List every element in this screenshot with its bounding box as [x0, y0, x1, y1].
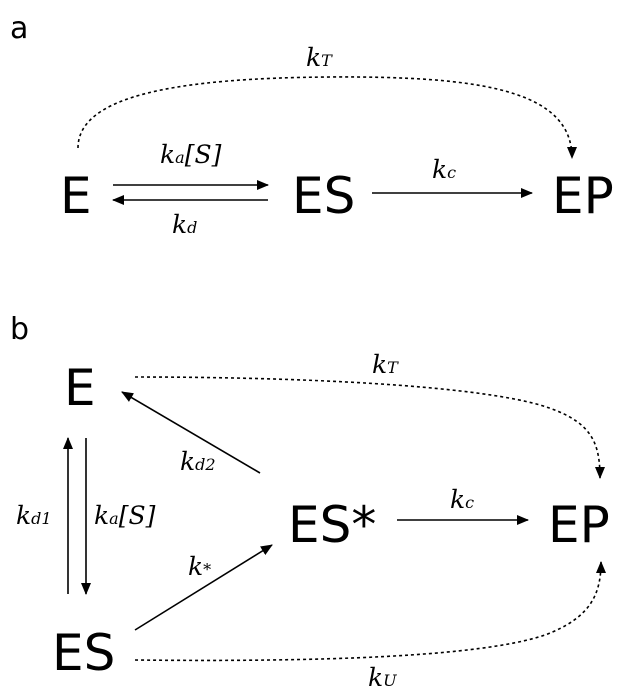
panel-a-kc-label: kc [432, 155, 456, 184]
panel-b-kd2-label: kd2 [180, 447, 216, 476]
panel-b-kstar-arrow [134, 544, 273, 631]
panel-a-ka-label: ka[S] [160, 140, 222, 169]
panel-b-kt-label: kT [372, 350, 399, 379]
panel-b-kd2-arrow [121, 391, 261, 474]
panel-b-kd1-label: kd1 [16, 501, 52, 530]
panel-b-kt-dashed-arrow [134, 376, 605, 479]
panel-a-label: a [10, 11, 28, 46]
panel-b-ku-label: kU [368, 663, 397, 690]
panel-b-kstar-label: k* [188, 552, 211, 581]
panel-b-ku-dashed-arrow [134, 561, 606, 662]
panel-a-kd-label: kd [172, 210, 197, 239]
panel-b-kc-label: kc [450, 485, 474, 514]
panel-a-species-es: ES [292, 167, 355, 225]
panel-a-kt-dashed-arrow [77, 76, 577, 159]
panel-a-kt-label: kT [306, 43, 333, 72]
panel-b-species-es: ES [52, 624, 115, 682]
panel-b-label: b [10, 312, 29, 347]
panel-a-species-e: E [60, 167, 92, 225]
panel-b-species-e: E [64, 359, 96, 417]
panel-b-ka-label: ka[S] [94, 501, 156, 530]
panel-b-species-ep: EP [548, 496, 610, 554]
panel-a-species-ep: EP [552, 167, 614, 225]
panel-b-species-esstar: ES* [288, 496, 376, 554]
